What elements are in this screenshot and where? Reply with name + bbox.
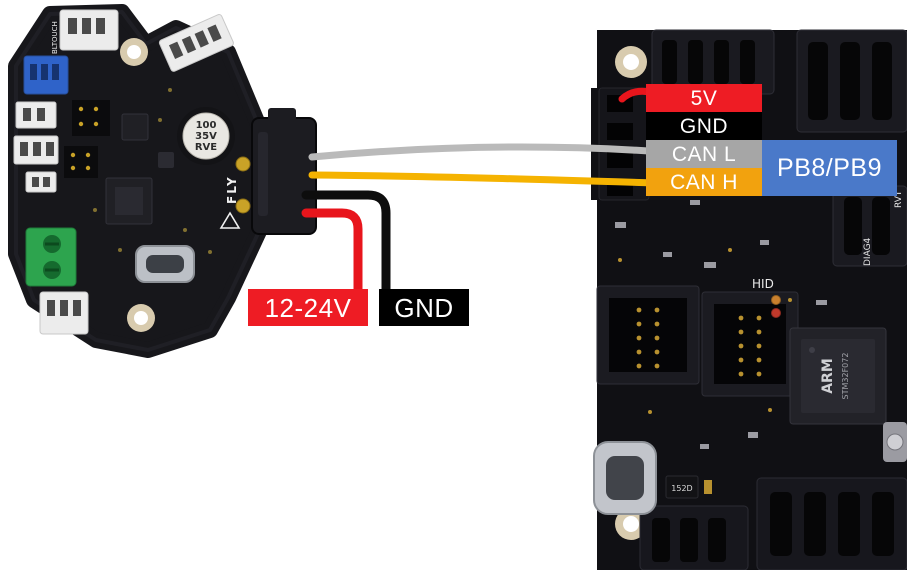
svg-text:RVE: RVE (195, 142, 217, 153)
silkscreen-rvt: RVT (894, 190, 904, 208)
mounting-hole (127, 304, 155, 332)
stm32-chip: ARM STM32F072 (789, 327, 887, 425)
ic-chip (121, 113, 149, 141)
svg-text:STM32F072: STM32F072 (841, 353, 850, 400)
label-gnd-power: GND (379, 289, 469, 326)
jst-connector (13, 135, 59, 165)
connector-bank (796, 29, 907, 133)
screw-terminal (25, 227, 77, 287)
usb-c-port (135, 245, 195, 283)
status-led (771, 308, 781, 318)
capacitor: 100 35V RVE (177, 107, 235, 165)
label-pb8-pb9: PB8/PB9 (762, 140, 897, 196)
usb-c-port (593, 441, 657, 515)
svg-text:35V: 35V (195, 131, 217, 142)
connector-bank (639, 505, 749, 570)
jst-connector (59, 9, 119, 51)
gold-insert (235, 156, 251, 172)
jst-connector (15, 101, 57, 129)
blue-connector (23, 55, 69, 95)
wire-power-gnd (301, 190, 391, 305)
wire-can-l (308, 143, 694, 161)
vias (618, 248, 792, 414)
can-header (598, 87, 650, 201)
status-led (771, 295, 781, 305)
jst-connector (25, 171, 57, 193)
silkscreen-diag4: DIAG4 (863, 237, 873, 266)
svg-text:100: 100 (196, 120, 217, 131)
pin-header (72, 100, 110, 136)
connector-bank (756, 477, 907, 570)
can-cable-connector (251, 108, 317, 235)
jst-connector (39, 291, 89, 335)
silkscreen-fly: FLY (225, 175, 239, 204)
vias (93, 88, 212, 254)
warning-triangle-icon (219, 211, 241, 229)
wires (301, 87, 694, 305)
silkscreen-bltouch: BLTOUCH (51, 21, 59, 54)
jst-connector (158, 14, 234, 72)
label-can-h: CAN H (646, 168, 762, 196)
pin-header (64, 146, 98, 178)
gold-insert (235, 198, 251, 214)
reset-button (883, 422, 907, 462)
smd-components (615, 200, 827, 449)
svg-text:152D: 152D (671, 484, 692, 493)
mounting-hole (615, 46, 647, 78)
label-can-l: CAN L (646, 140, 762, 168)
connector-bank (651, 29, 775, 95)
toolhead-board: BLTOUCH (8, 4, 317, 358)
ic-chip (158, 152, 174, 168)
svg-text:ARM: ARM (820, 358, 836, 394)
idc-header (596, 285, 700, 385)
idc-header (701, 291, 799, 397)
label-12-24v: 12-24V (248, 289, 368, 326)
ic-152d: 152D (665, 475, 712, 499)
label-gnd: GND (646, 112, 762, 140)
mounting-hole (615, 508, 647, 540)
mounting-hole (120, 38, 148, 66)
wire-power-vin (301, 208, 363, 305)
label-5v: 5V (646, 84, 762, 112)
silkscreen-hid: HID (752, 277, 774, 291)
wire-can-h (308, 171, 692, 188)
